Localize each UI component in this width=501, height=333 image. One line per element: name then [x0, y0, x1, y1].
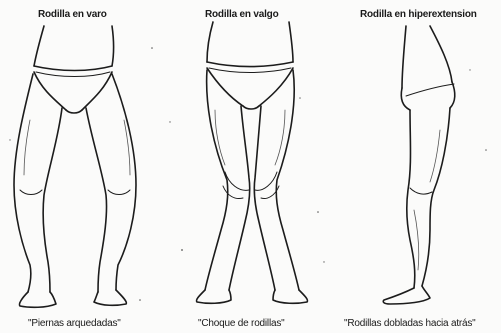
scan-speckles	[0, 0, 501, 333]
diagram-page: Rodilla en varo	[0, 0, 501, 333]
